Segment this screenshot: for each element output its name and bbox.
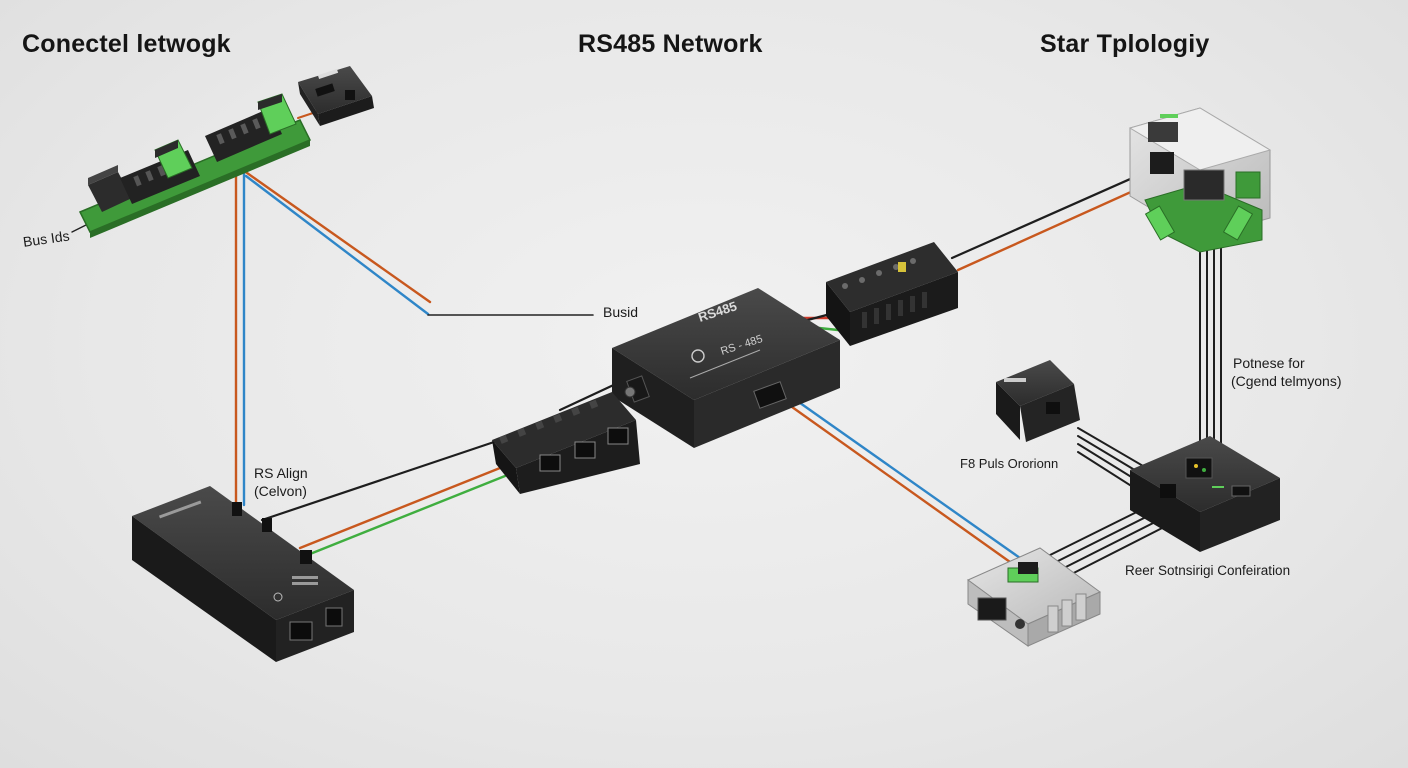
hub-ethernet-port <box>753 381 787 409</box>
rs485-hub: RS485 RS - 485 <box>612 288 840 448</box>
terminal-block-3 <box>154 139 193 179</box>
pcb-bus-rail <box>78 93 312 238</box>
module-mid-right <box>996 360 1080 442</box>
wire-hub-blue <box>791 396 1022 560</box>
gateway-port-2 <box>325 607 343 627</box>
star-controller <box>1130 436 1280 552</box>
label-potnese-2: (Cgend telmyons) <box>1231 373 1342 389</box>
gateway-box <box>132 486 354 662</box>
terminal-block-4 <box>205 108 282 162</box>
wire-term-star-black <box>950 166 1157 260</box>
star-center-port <box>1183 169 1225 201</box>
terminal-block-right <box>826 242 958 346</box>
title-rs485-network: RS485 Network <box>578 30 763 58</box>
db9-connector <box>967 547 1101 647</box>
small-module-top <box>298 66 374 126</box>
wire-term-star-orange <box>956 176 1164 272</box>
terminal-block-1 <box>88 165 132 212</box>
rj45-port-2 <box>574 441 596 459</box>
rj45-terminal-block <box>492 392 640 494</box>
label-f8-pulls: F8 Puls Ororionn <box>960 456 1059 471</box>
wire-pcb-orange-diag <box>238 166 432 304</box>
wire-box-green <box>303 474 507 558</box>
label-potnese-1: Potnese for <box>1233 355 1305 371</box>
star-device <box>1128 107 1272 253</box>
wire-pcb-blue-diag <box>244 174 430 316</box>
label-reer-config: Reer Sotnsirigi Confeiration <box>1125 563 1291 578</box>
gateway-port-1 <box>289 621 313 641</box>
title-star-topology: Star Tplologiy <box>1040 30 1210 58</box>
wire-box-black <box>260 438 502 522</box>
terminal-block-5 <box>257 93 297 135</box>
wire-bundle-vertical <box>1199 231 1222 449</box>
wire-box-orange <box>298 466 502 550</box>
wire-block-hub <box>558 380 622 412</box>
label-rs-align-2: (Celvon) <box>254 483 307 499</box>
hub-logo-icon <box>691 349 705 363</box>
wire-hub-orange <box>783 400 1012 564</box>
label-rs-align-1: RS Align <box>254 465 308 481</box>
db9-port <box>977 597 1007 621</box>
title-connected-network: Conectel letwogk <box>22 30 231 58</box>
rj45-port-1 <box>539 454 561 472</box>
rj45-port-3 <box>607 427 629 445</box>
label-busid: Busid <box>603 304 639 320</box>
